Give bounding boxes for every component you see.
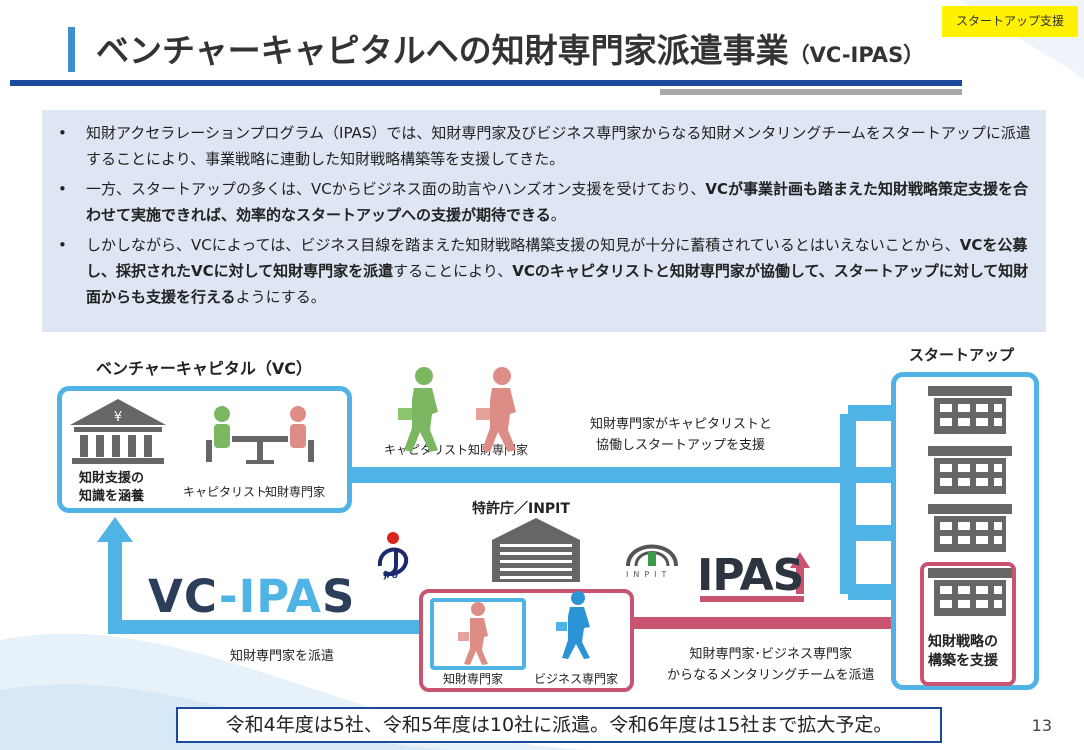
- bullet-text: 知財アクセラレーションプログラム（IPAS）では、知財専門家及びビジネス専門家か…: [86, 124, 1031, 168]
- bullet-bold-text: VCが事業計画も踏まえた知財戦略策定支援を合わせて実施できれば、効率的なスタート…: [86, 180, 1029, 224]
- startup-support-label: 知財戦略の 構築を支援: [928, 634, 998, 669]
- category-tag: スタートアップ支援: [941, 6, 1078, 37]
- dispatch-label: 知財専門家を派遣: [230, 649, 335, 664]
- vc-title: ベンチャーキャピタル（VC）: [96, 359, 312, 378]
- bullet-bold-text: VCを公募し、採択されたVCに対して知財専門家を派遣: [86, 236, 1028, 280]
- bullet-text: することにより、: [393, 262, 513, 280]
- startup-title: スタートアップ: [909, 346, 1015, 364]
- title-main: ベンチャーキャピタルへの知財専門家派遣事業: [96, 31, 789, 70]
- title-accent-bar: [68, 27, 75, 72]
- arrow-vc-to-startup: [350, 467, 860, 483]
- arrow-jpo-to-vc: [108, 620, 432, 634]
- ipas-logo: IPAS: [697, 550, 804, 601]
- jpo-business-label: ビジネス専門家: [534, 672, 619, 686]
- startup-highlight-box: [920, 562, 1016, 686]
- inpit-logo-text: INPIT: [626, 570, 672, 579]
- jpo-title: 特許庁／INPIT: [472, 501, 570, 517]
- jpo-expert-box: [430, 598, 526, 670]
- bullet-text: 一方、スタートアップの多くは、VCからビジネス面の助言やハンズオン支援を受けてお…: [86, 180, 706, 198]
- page-title: ベンチャーキャピタルへの知財専門家派遣事業（VC-IPAS）: [96, 24, 924, 72]
- mid-expert-label: 知財専門家: [468, 443, 529, 457]
- arrow-vertical-split: [840, 414, 856, 594]
- title-sub: （VC-IPAS）: [788, 43, 925, 67]
- jpo-expert-label: 知財専門家: [443, 672, 504, 686]
- bullet-item: 一方、スタートアップの多くは、VCからビジネス面の助言やハンズオン支援を受けてお…: [58, 176, 1032, 228]
- bullet-bold-text: VCのキャピタリストと知財専門家が協働して、スタートアップに対して知財面からも支…: [86, 262, 1029, 306]
- collab-label: 知財専門家がキャピタリストと 協働しスタートアップを支援: [590, 417, 773, 453]
- vc-capitalist-label: キャピタリスト: [183, 485, 268, 499]
- title-rule-blue: [10, 80, 962, 86]
- bullet-text: しかしながら、VCによっては、ビジネス目線を踏まえた知財戦略構築支援の知見が十分…: [86, 236, 960, 254]
- title-rule-gray: [660, 89, 962, 95]
- mentoring-label: 知財専門家･ビジネス専門家 からなるメンタリングチームを派遣: [667, 647, 875, 683]
- page-number: 13: [1031, 716, 1052, 735]
- bullet-item: しかしながら、VCによっては、ビジネス目線を踏まえた知財戦略構築支援の知見が十分…: [58, 232, 1032, 310]
- mid-capitalist-label: キャピタリスト: [384, 443, 469, 457]
- bullet-text: ようにする。: [235, 288, 326, 306]
- vc-expert-label: 知財専門家: [265, 485, 326, 499]
- jpo-logo-text: JPO: [384, 572, 398, 580]
- bullet-item: 知財アクセラレーションプログラム（IPAS）では、知財専門家及びビジネス専門家か…: [58, 120, 1032, 172]
- bullet-text: 。: [550, 206, 566, 224]
- bottom-note: 令和4年度は5社、令和5年度は10社に派遣。令和6年度は15社まで拡大予定。: [176, 707, 942, 743]
- bullet-panel: 知財アクセラレーションプログラム（IPAS）では、知財専門家及びビジネス専門家か…: [42, 110, 1046, 332]
- vc-bank-label: 知財支援の 知識を涵養: [79, 471, 145, 504]
- arrow-jpo-to-startup: [634, 617, 904, 629]
- vc-ipas-logo: VC-IPAS: [148, 570, 356, 623]
